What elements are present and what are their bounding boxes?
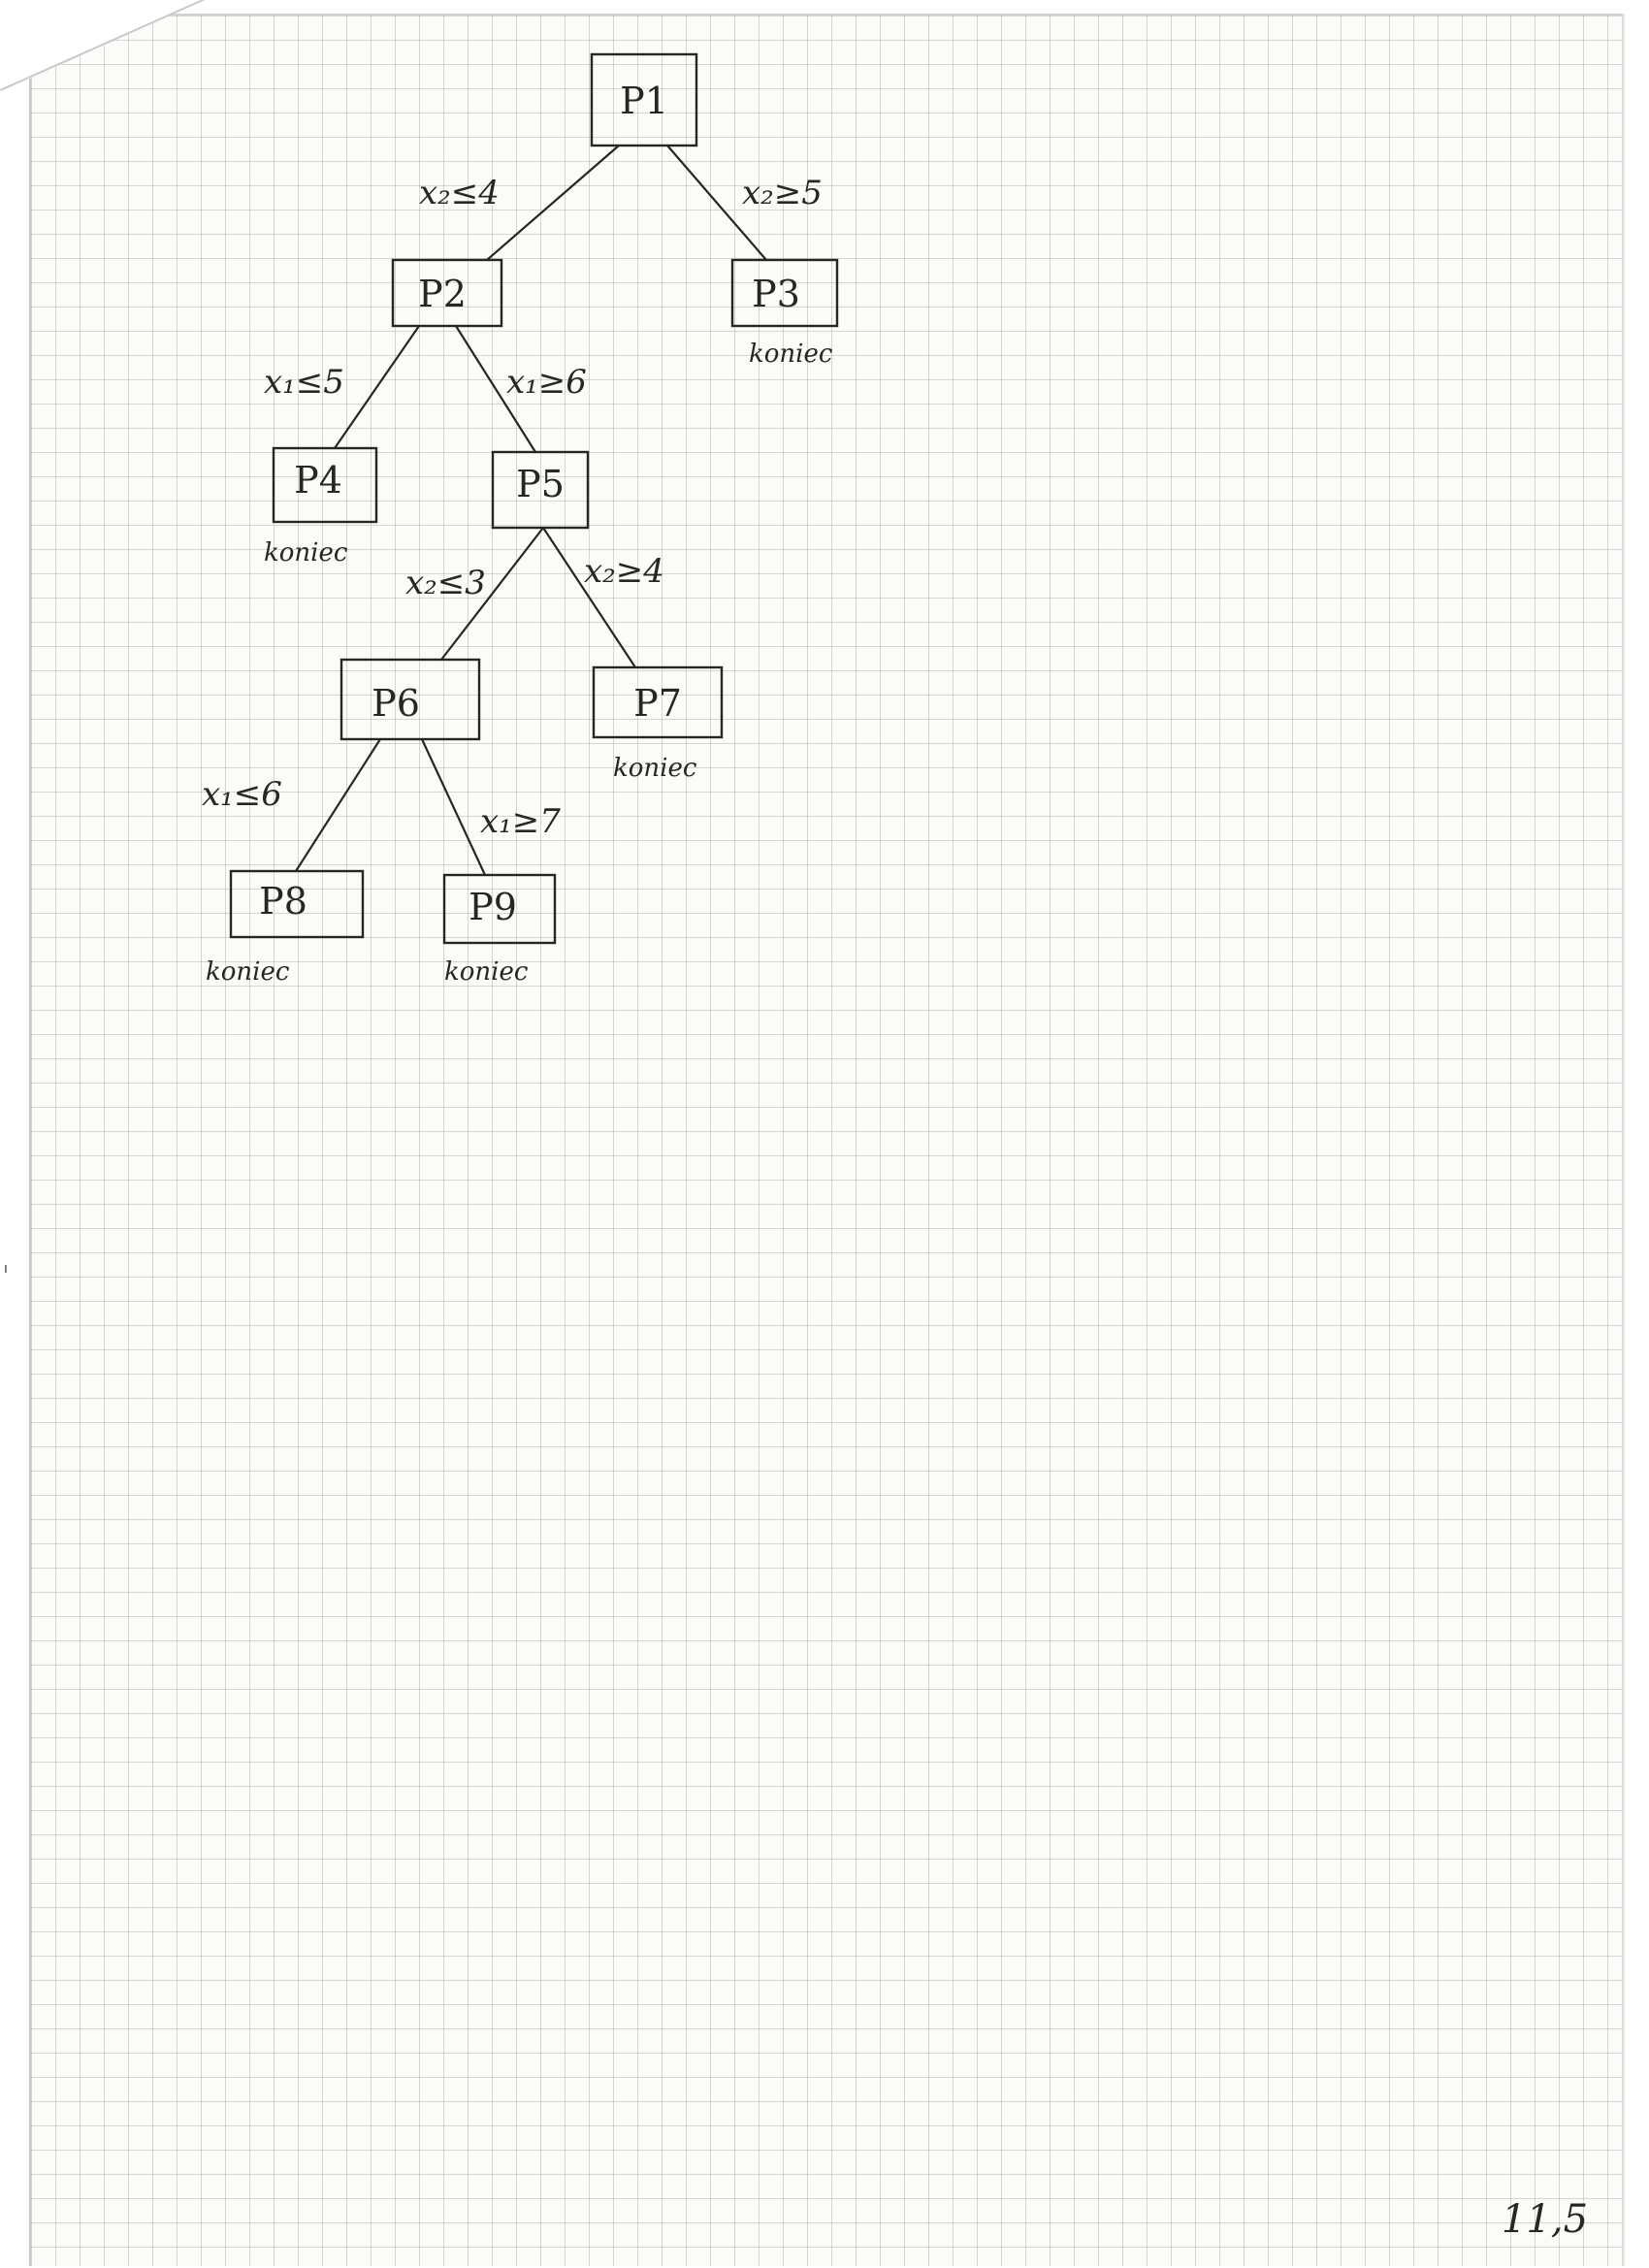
node-label-p9: P9 xyxy=(469,886,517,928)
node-box-p5 xyxy=(491,450,590,530)
end-label-p8: koniec xyxy=(206,957,290,987)
edge-p1-p2 xyxy=(485,144,621,262)
node-label-p4: P4 xyxy=(294,459,342,502)
node-box-p9 xyxy=(442,873,557,945)
edge-p1-p3 xyxy=(665,144,768,262)
edge-label-p5-p6: x₂≤3 xyxy=(405,564,486,602)
node-box-p6 xyxy=(340,658,481,741)
end-label-p7: koniec xyxy=(613,754,697,783)
node-label-p3: P3 xyxy=(752,273,800,315)
edge-label-p1-p2: x₂≤4 xyxy=(419,174,500,212)
node-label-p5: P5 xyxy=(516,463,565,505)
page-number: 11,5 xyxy=(1502,2197,1589,2242)
end-label-p3: koniec xyxy=(749,340,833,369)
node-label-p7: P7 xyxy=(633,682,682,725)
end-label-p9: koniec xyxy=(444,957,529,987)
edge-p6-p8 xyxy=(294,737,382,873)
node-box-p8 xyxy=(229,869,365,939)
edge-label-p6-p8: x₁≤6 xyxy=(202,775,282,814)
edge-p6-p9 xyxy=(420,737,487,877)
edge-label-p1-p3: x₂≥5 xyxy=(742,174,823,212)
edge-label-p2-p5: x₁≥6 xyxy=(506,363,587,402)
node-box-p1 xyxy=(590,52,698,147)
end-label-p4: koniec xyxy=(264,538,348,567)
margin-mark: ı xyxy=(4,1261,8,1277)
node-box-p7 xyxy=(592,665,724,739)
node-box-p3 xyxy=(730,258,839,328)
edge-p2-p4 xyxy=(333,324,421,450)
edge-label-p2-p4: x₁≤5 xyxy=(264,363,344,402)
edge-p5-p6 xyxy=(439,526,545,662)
node-label-p1: P1 xyxy=(620,80,668,122)
graph-paper-sheet xyxy=(29,14,1623,2266)
node-label-p8: P8 xyxy=(259,880,307,923)
node-box-p4 xyxy=(272,446,378,524)
edge-label-p6-p9: x₁≥7 xyxy=(480,802,561,841)
node-label-p6: P6 xyxy=(372,682,420,725)
edge-p2-p5 xyxy=(454,324,537,454)
node-label-p2: P2 xyxy=(418,273,467,315)
edge-p5-p7 xyxy=(541,526,637,669)
node-box-p2 xyxy=(391,258,503,328)
edge-label-p5-p7: x₂≥4 xyxy=(584,552,664,591)
